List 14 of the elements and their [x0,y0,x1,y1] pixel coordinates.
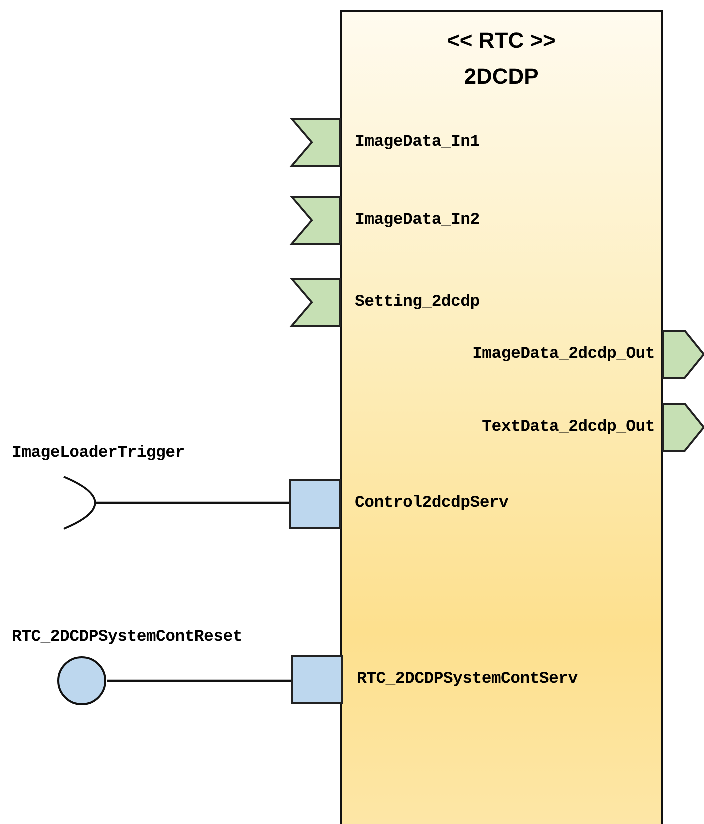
component-name: 2DCDP [463,64,540,90]
port-label: Control2dcdpServ [355,493,509,512]
interface-label: RTC_2DCDPSystemContReset [12,627,242,646]
port-label: TextData_2dcdp_Out [482,416,655,436]
port-label: RTC_2DCDPSystemContServ [357,668,578,688]
port-label: Setting_2dcdp [355,292,480,310]
stereotype-label: << RTC >> [446,28,557,54]
connector-line [107,680,292,682]
interface-label: ImageLoaderTrigger [12,443,185,462]
port-label: ImageData_In1 [355,132,480,150]
port-label: ImageData_2dcdp_Out [472,344,655,362]
component-box [340,10,663,824]
connector-line [96,502,290,504]
port-label: ImageData_In2 [355,210,480,228]
